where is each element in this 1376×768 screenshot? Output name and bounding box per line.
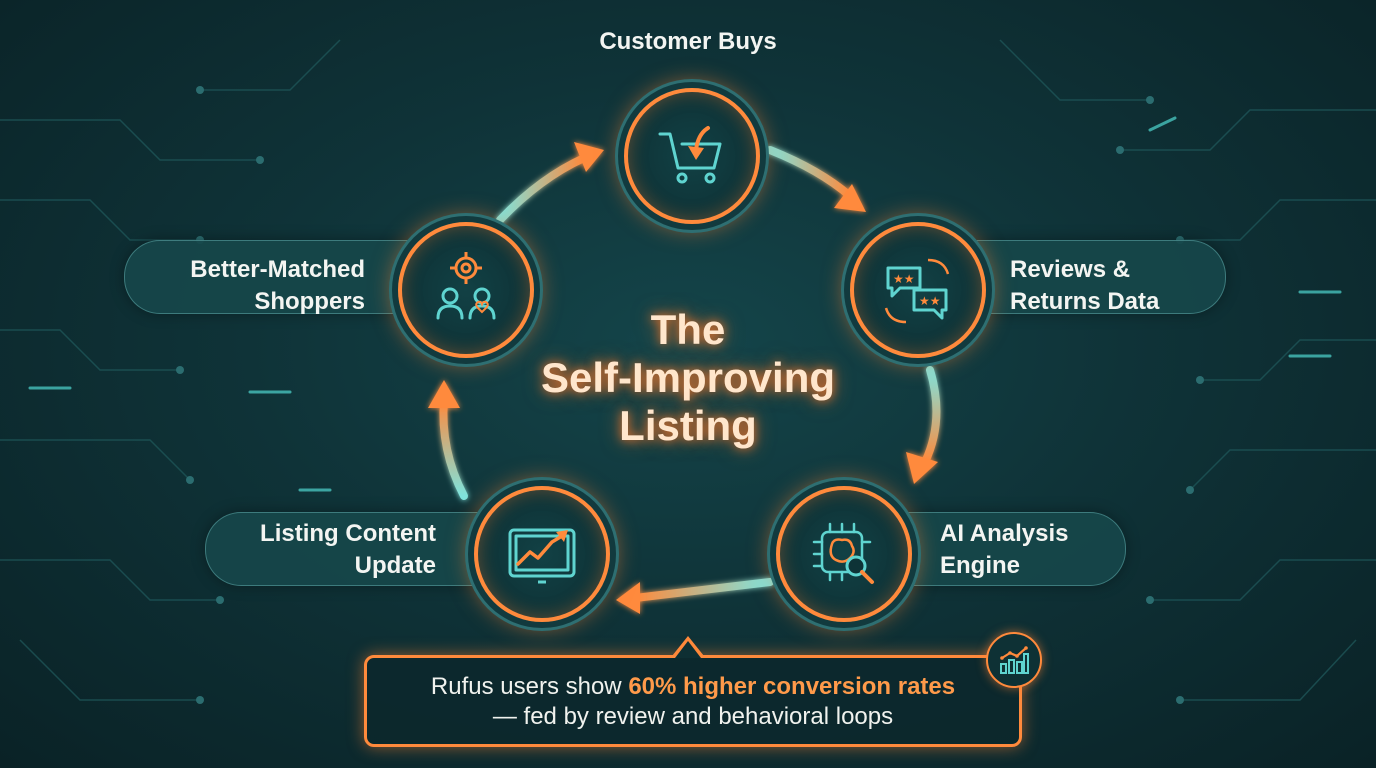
arrow-reviews-to-ai bbox=[921, 366, 941, 466]
node-ai-analysis bbox=[776, 486, 912, 622]
ai-brain-icon bbox=[812, 522, 874, 584]
trend-screen-icon bbox=[508, 528, 576, 584]
stat-callout: Rufus users show 60% higher conversion r… bbox=[364, 655, 1022, 747]
arrow-buys-to-reviews bbox=[766, 146, 854, 200]
label-reviews-returns: Reviews & Returns Data bbox=[1010, 256, 1160, 315]
node-listing-update bbox=[474, 486, 610, 622]
target-audience-icon bbox=[436, 252, 496, 320]
node-customer-buys bbox=[624, 88, 760, 224]
arrow-ai-to-listing bbox=[631, 578, 774, 602]
callout-prefix: Rufus users show bbox=[430, 673, 629, 700]
bar-chart-trend-icon bbox=[1000, 646, 1029, 674]
arrow-listing-to-matched bbox=[439, 396, 468, 500]
callout-line2: — fed by review and behavioral loops bbox=[492, 703, 894, 730]
review-stars-icon: ★★ ★★ bbox=[884, 258, 950, 324]
label-customer-buys: Customer Buys bbox=[599, 28, 777, 55]
callout-text: Rufus users show 60% higher conversion r… bbox=[367, 672, 1019, 732]
label-listing-update: Listing Content Update bbox=[260, 520, 436, 579]
svg-text:★★: ★★ bbox=[919, 294, 941, 308]
diagram-title: The Self-Improving Listing bbox=[540, 306, 836, 449]
callout-highlight: 60% higher conversion rates bbox=[628, 673, 956, 700]
node-reviews-returns: ★★ ★★ bbox=[850, 222, 986, 358]
label-ai-analysis: AI Analysis Engine bbox=[940, 520, 1069, 579]
svg-text:★★: ★★ bbox=[893, 272, 915, 286]
shopping-cart-icon bbox=[658, 126, 722, 184]
label-better-matched: Better-Matched Shoppers bbox=[190, 256, 365, 315]
node-better-matched bbox=[398, 222, 534, 358]
callout-pointer-fill bbox=[675, 641, 701, 658]
stat-badge bbox=[986, 632, 1042, 688]
arrow-matched-to-buys bbox=[496, 154, 588, 224]
